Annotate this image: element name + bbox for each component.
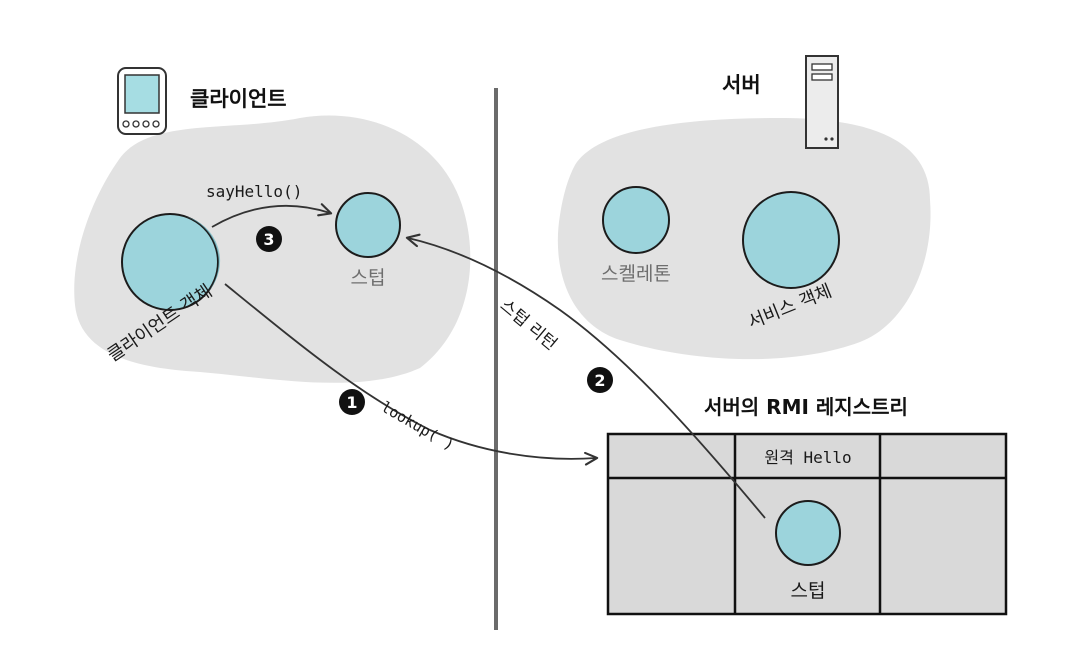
step-marker-3: 3 bbox=[256, 226, 282, 252]
client-stub-object bbox=[335, 192, 401, 258]
return-stub-arrow bbox=[405, 233, 766, 519]
service-object bbox=[742, 191, 840, 289]
svg-text:3: 3 bbox=[263, 230, 274, 249]
server-tower-icon bbox=[805, 55, 839, 149]
step-marker-1: 1 bbox=[339, 389, 365, 415]
client-stub-label: 스텁 bbox=[351, 267, 386, 289]
step-marker-2: 2 bbox=[587, 367, 613, 393]
sayhello-label: sayHello() bbox=[206, 182, 302, 201]
lookup-arrow bbox=[224, 283, 599, 466]
sayhello-arrow bbox=[211, 203, 333, 228]
registry-stub-object bbox=[775, 500, 841, 566]
skeleton-label: 스켈레톤 bbox=[601, 263, 671, 285]
skeleton-object bbox=[602, 186, 670, 254]
client-object bbox=[121, 213, 221, 311]
svg-text:2: 2 bbox=[594, 371, 605, 390]
handheld-device-icon bbox=[117, 67, 167, 135]
lookup-label: lookup( ) bbox=[378, 398, 457, 454]
client-title: 클라이언트 bbox=[190, 87, 287, 111]
registry-cell-remote-hello: 원격 Hello bbox=[764, 448, 851, 467]
registry-stub-label: 스텁 bbox=[791, 580, 826, 602]
svg-text:1: 1 bbox=[346, 393, 357, 412]
server-title: 서버 bbox=[722, 73, 761, 97]
registry-title: 서버의 RMI 레지스트리 bbox=[704, 395, 908, 419]
